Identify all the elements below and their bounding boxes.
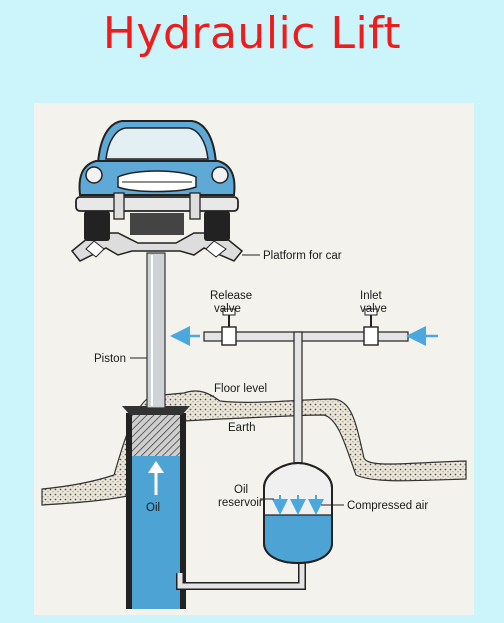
label-piston: Piston — [94, 353, 126, 365]
car-platform — [70, 232, 244, 262]
oil-reservoir — [263, 461, 333, 565]
label-oil-reservoir-1: Oil — [234, 484, 248, 496]
label-oil: Oil — [146, 502, 160, 514]
label-inlet-1: Inlet — [360, 290, 383, 302]
label-release-2: valve — [214, 303, 241, 315]
label-floor-level: Floor level — [214, 383, 267, 395]
label-compressed-air: Compressed air — [347, 500, 428, 512]
earth-ground — [41, 390, 467, 506]
label-earth: Earth — [228, 422, 256, 434]
car — [75, 120, 239, 241]
hydraulic-lift-diagram: Platform for car Release valve Inlet val… — [41, 120, 467, 609]
piston-collar — [122, 406, 190, 415]
piston-rod — [146, 252, 166, 409]
page-title: Hydraulic Lift — [102, 8, 402, 59]
label-platform: Platform for car — [263, 250, 342, 262]
label-release-1: Release — [210, 290, 252, 302]
piston-head — [132, 413, 180, 456]
label-inlet-2: valve — [360, 303, 387, 315]
label-oil-reservoir-2: reservoir — [218, 497, 263, 509]
release-valve — [221, 308, 237, 346]
compressed-air-arrows — [272, 495, 324, 515]
inlet-valve — [363, 308, 379, 346]
pipes — [176, 331, 409, 590]
